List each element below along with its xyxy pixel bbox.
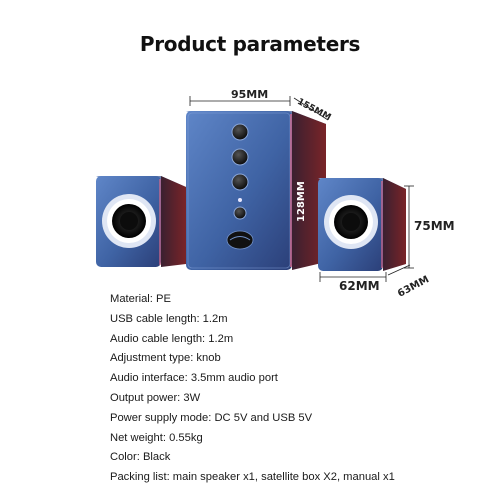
indicator-led-icon <box>238 198 242 202</box>
main-depth-dimension <box>293 97 329 121</box>
spec-list: Material: PE USB cable length: 1.2m Audi… <box>110 290 395 488</box>
satellite-height-label: 75MM <box>414 219 455 233</box>
spec-output-power: Output power: 3W <box>110 391 201 404</box>
main-speaker <box>186 111 326 270</box>
satellite-height-dimension <box>404 185 414 269</box>
knob-icon <box>231 173 249 191</box>
spec-color: Color: Black <box>110 451 171 464</box>
spec-power-supply: Power supply mode: DC 5V and USB 5V <box>110 411 313 424</box>
spec-audio-cable-length: Audio cable length: 1.2m <box>110 332 234 345</box>
main-height-label: 128MM <box>296 181 307 222</box>
spec-material: Material: PE <box>110 293 171 305</box>
satellite-width-label: 62MM <box>339 279 380 293</box>
logo-icon <box>226 230 254 250</box>
main-speaker-side <box>292 111 326 270</box>
knob-icon <box>231 123 249 141</box>
spec-audio-interface: Audio interface: 3.5mm audio port <box>110 372 278 385</box>
main-width-dimension <box>189 96 291 106</box>
right-satellite-speaker <box>318 178 406 271</box>
spec-adjustment-type: Adjustment type: knob <box>110 352 221 365</box>
spec-packing-list: Packing list: main speaker x1, satellite… <box>110 471 395 484</box>
satellite-width-dimension <box>319 272 387 282</box>
audio-port-icon <box>233 206 247 220</box>
spec-usb-cable-length: USB cable length: 1.2m <box>110 312 228 325</box>
spec-net-weight: Net weight: 0.55kg <box>110 431 203 444</box>
knob-icon <box>231 148 249 166</box>
page-title: Product parameters <box>139 32 361 56</box>
left-satellite-speaker <box>96 176 186 267</box>
main-speaker-front <box>186 111 292 270</box>
main-width-label: 95MM <box>231 88 269 101</box>
satellite-depth-dimension <box>387 264 411 276</box>
